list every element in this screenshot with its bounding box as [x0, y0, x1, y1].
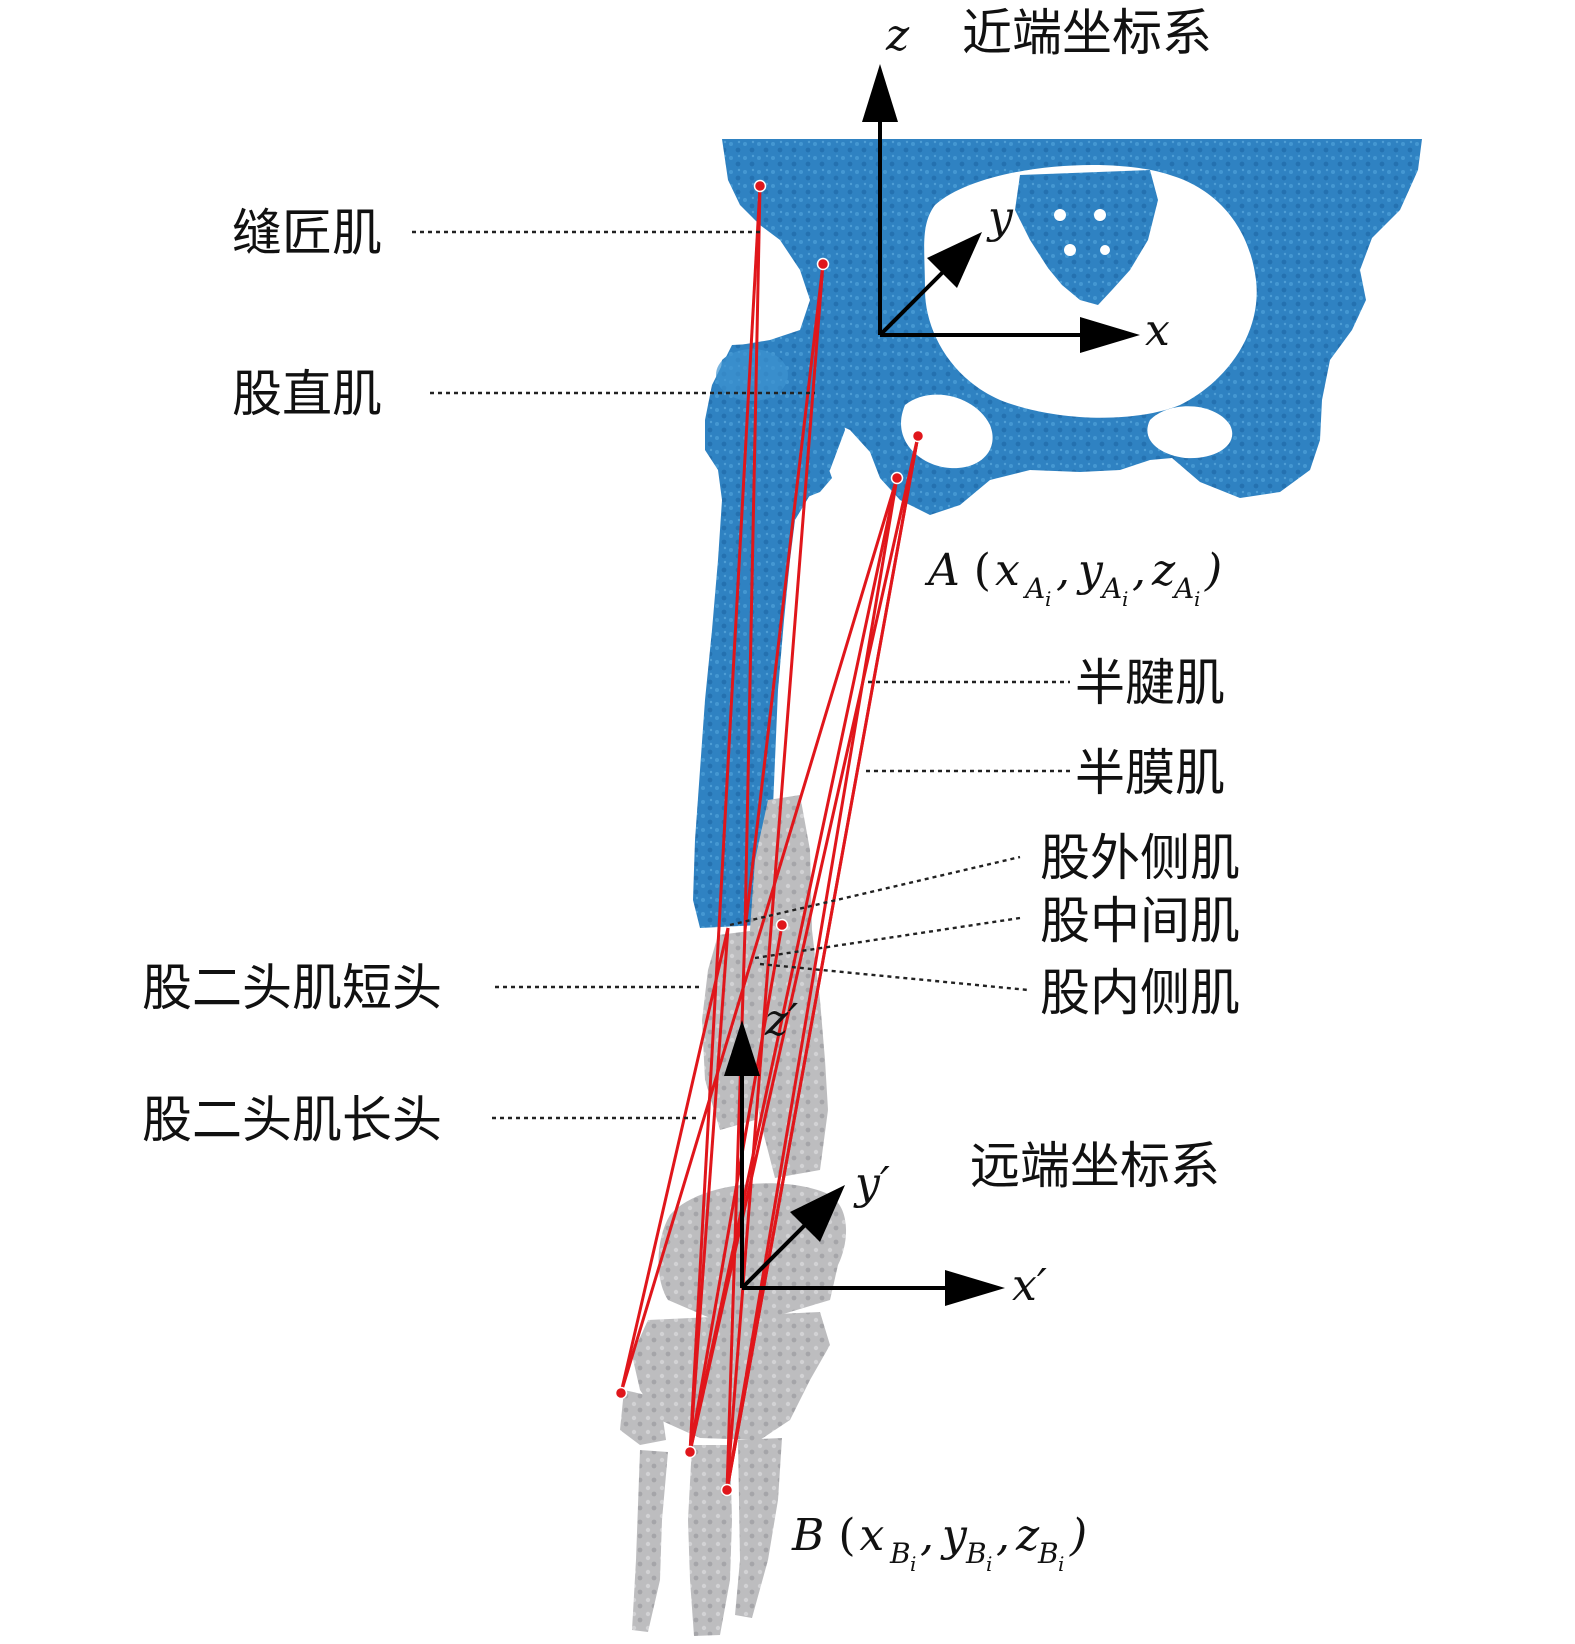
svg-text:i: i	[986, 1552, 992, 1576]
femur	[693, 342, 845, 928]
proximal-y-axis	[878, 268, 947, 337]
label-vastus-medialis: 股内侧肌	[1040, 964, 1240, 1022]
proximal-z-label: z	[885, 10, 910, 61]
svg-text:B(x: B(x	[791, 1510, 885, 1561]
distal-y-label: y′	[853, 1158, 890, 1209]
attachment-point	[753, 179, 767, 193]
proximal-coordinate-frame	[862, 64, 1140, 353]
label-biceps-long-head: 股二头肌长头	[142, 1091, 442, 1149]
distal-x-label: x′	[1012, 1260, 1047, 1311]
label-rectus-femoris: 股直肌	[232, 365, 382, 423]
muscle-line-sartorius-2	[688, 185, 762, 1453]
label-semimembranosus: 半膜肌	[1075, 744, 1225, 802]
muscle-line-biceps-long	[619, 477, 899, 1394]
label-biceps-short-head: 股二头肌短头	[142, 959, 442, 1017]
svg-text:,: ,	[920, 1510, 934, 1561]
svg-text:B: B	[889, 1537, 911, 1570]
pelvis	[718, 139, 1422, 515]
muscle-line-rectus-femoris	[743, 263, 825, 931]
svg-text:): )	[1204, 545, 1222, 596]
svg-text:A: A	[1171, 572, 1194, 605]
proximal-y-arrowhead	[927, 232, 982, 288]
svg-text:B: B	[965, 1537, 987, 1570]
svg-text:A: A	[1022, 572, 1045, 605]
point-A-label: A(x A i , y A i , z A i )	[924, 545, 1222, 611]
svg-text:i: i	[1058, 1552, 1064, 1576]
svg-text:i: i	[910, 1552, 916, 1576]
svg-text:,: ,	[996, 1510, 1010, 1561]
leader-lines	[412, 230, 1070, 1120]
svg-text:A: A	[1099, 572, 1122, 605]
muscle-line-biceps-short	[619, 927, 730, 1394]
muscle-lines	[619, 185, 920, 1491]
muscle-line-extra-1	[725, 477, 899, 1491]
label-vastus-lateralis: 股外侧肌	[1040, 829, 1240, 887]
svg-text:,: ,	[1056, 545, 1070, 596]
attachment-points	[614, 179, 925, 1497]
point-B-label: B(x B i , y B i , z B i )	[791, 1510, 1087, 1576]
label-vastus-intermedius: 股中间肌	[1040, 892, 1240, 950]
attachment-point	[911, 429, 925, 443]
svg-text:): )	[1069, 1510, 1087, 1561]
proximal-x-arrowhead	[1080, 317, 1140, 353]
svg-text:z: z	[1015, 1510, 1040, 1561]
distal-y-arrowhead	[790, 1185, 845, 1242]
proximal-z-arrowhead	[862, 64, 898, 122]
svg-text:y: y	[940, 1510, 968, 1561]
distal-frame-title: 远端坐标系	[970, 1137, 1220, 1195]
muscle-line-extra-2	[688, 435, 920, 1453]
attachment-point	[890, 471, 904, 485]
label-sartorius: 缝匠肌	[232, 204, 382, 262]
attachment-point	[720, 1483, 734, 1497]
attachment-point	[683, 1445, 697, 1459]
muscle-line-vastus-lateralis	[688, 927, 730, 1453]
label-semitendinosus: 半腱肌	[1075, 654, 1225, 712]
distal-y-axis	[740, 1216, 814, 1290]
svg-text:,: ,	[1132, 545, 1146, 596]
svg-text:B: B	[1037, 1537, 1059, 1570]
svg-text:i: i	[1194, 587, 1200, 611]
svg-text:i: i	[1045, 587, 1051, 611]
proximal-y-label: y	[986, 192, 1014, 243]
distal-x-arrowhead	[945, 1270, 1005, 1306]
svg-text:y: y	[1076, 545, 1104, 596]
attachment-point	[614, 1386, 628, 1400]
attachment-point	[816, 257, 830, 271]
distal-z-label: z′	[764, 995, 798, 1046]
svg-text:A(x: A(x	[924, 545, 1020, 596]
muscle-line-semimembranosus	[688, 477, 899, 1453]
proximal-frame-title: 近端坐标系	[962, 4, 1212, 62]
muscle-line-sartorius	[743, 185, 762, 931]
svg-text:i: i	[1122, 587, 1128, 611]
distal-z-arrowhead	[724, 1020, 760, 1076]
attachment-point	[775, 918, 789, 932]
proximal-x-label: x	[1145, 305, 1170, 356]
muscle-line-biceps-long-2	[725, 435, 920, 1491]
svg-text:z: z	[1151, 545, 1176, 596]
distal-coordinate-frame	[724, 1020, 1005, 1306]
